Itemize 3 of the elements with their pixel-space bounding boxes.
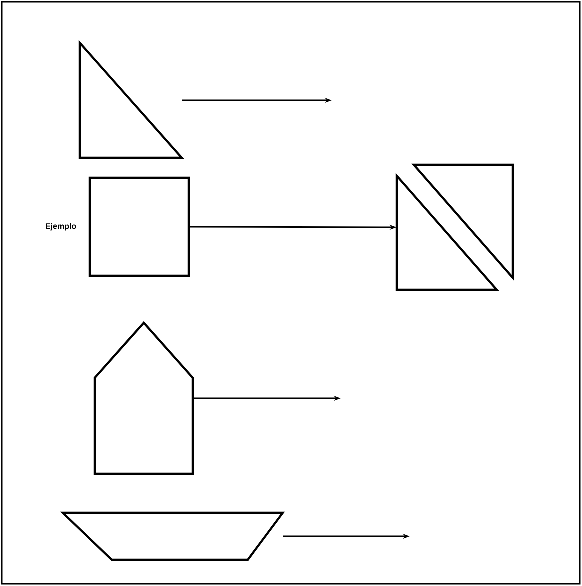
- side-label: Ejemplo: [46, 223, 76, 231]
- square-shape: [88, 176, 190, 278]
- split-square-shape: [396, 164, 514, 292]
